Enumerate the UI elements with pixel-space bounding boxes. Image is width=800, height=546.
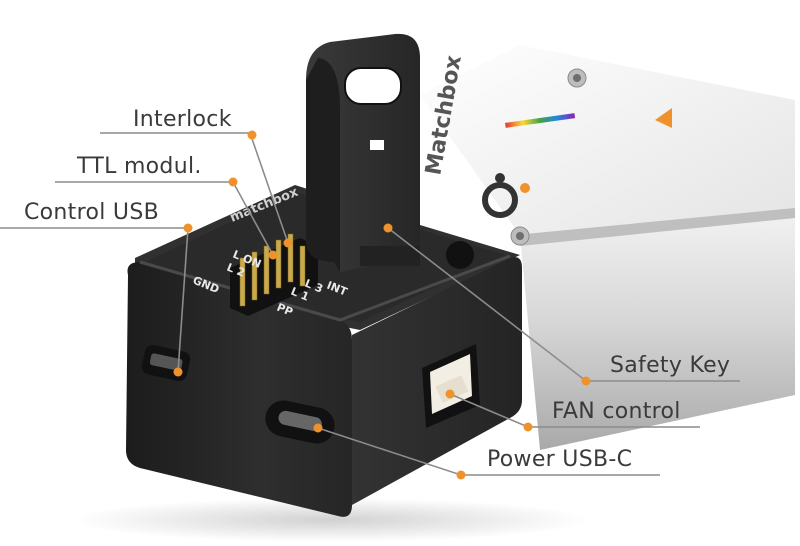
dot-interlock — [247, 130, 257, 140]
safety-key — [306, 33, 474, 272]
safety-key-label: Safety Key — [610, 353, 731, 378]
pin-pp-label: PP — [275, 301, 295, 319]
fan-control-label: FAN control — [552, 399, 681, 424]
dot-power-end — [313, 423, 323, 433]
key-hole — [344, 67, 402, 105]
ttl-modul-label: TTL modul. — [77, 154, 202, 179]
pin-l2-label: L 2 — [225, 261, 247, 280]
laser-warning-icon — [655, 108, 672, 128]
ground-shadow — [70, 498, 590, 542]
dot-safety-key-end — [383, 223, 393, 233]
dot-control-usb — [183, 223, 193, 233]
dot-fan — [523, 422, 533, 432]
dot-ttl — [228, 177, 238, 187]
pin-l3-label: L 3 — [303, 277, 325, 296]
control-usb-label: Control USB — [24, 200, 159, 225]
dot-control-usb-end — [173, 367, 183, 377]
interlock-label: Interlock — [133, 107, 232, 132]
power-usb-c-label: Power USB-C — [487, 447, 633, 472]
dot-fan-end — [445, 389, 455, 399]
dot-power — [456, 470, 466, 480]
io-logo-icon — [482, 173, 530, 218]
dot-interlock-end — [283, 238, 293, 248]
power-usb-c-port — [265, 400, 335, 444]
laser-module-body: Matchbox — [420, 45, 795, 450]
dot-safety-key — [581, 376, 591, 386]
dot-ttl-end — [268, 250, 278, 260]
callout-dots — [173, 130, 591, 480]
pin-l1-label: L 1 — [289, 285, 311, 304]
